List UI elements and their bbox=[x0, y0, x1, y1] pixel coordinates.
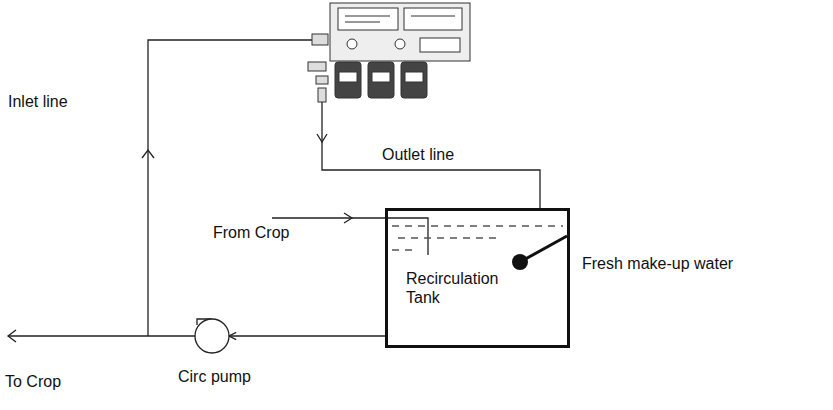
pipe-label: Inlet line bbox=[8, 92, 68, 111]
node-text: Circ pump bbox=[178, 367, 264, 386]
recirculation-tank: Recirculation Tank bbox=[385, 208, 570, 348]
flow-arrow bbox=[142, 150, 154, 158]
float-arm bbox=[520, 236, 567, 262]
pipe-connector bbox=[229, 335, 385, 336]
outlet-pipe bbox=[322, 102, 540, 208]
pump-casing bbox=[195, 319, 229, 353]
return-pipe bbox=[272, 218, 428, 255]
node-text: Recirculation Tank bbox=[406, 269, 516, 307]
supply-pipe bbox=[8, 335, 195, 336]
float-ball bbox=[512, 254, 528, 270]
water-surface bbox=[392, 226, 563, 250]
dosing-controller bbox=[308, 3, 470, 102]
circ-pump: Circ pump bbox=[175, 317, 270, 392]
inlet-pipe bbox=[148, 40, 318, 336]
pipe-label: From Crop bbox=[213, 223, 289, 242]
pipe-label: Outlet line bbox=[382, 145, 454, 164]
pipe-label: To Crop bbox=[5, 372, 61, 391]
flow-arrow bbox=[344, 213, 352, 223]
flow-arrow bbox=[8, 330, 16, 342]
component-label: Fresh make-up water bbox=[582, 254, 733, 273]
flow-arrow bbox=[317, 134, 327, 142]
pump-symbol bbox=[175, 317, 255, 357]
